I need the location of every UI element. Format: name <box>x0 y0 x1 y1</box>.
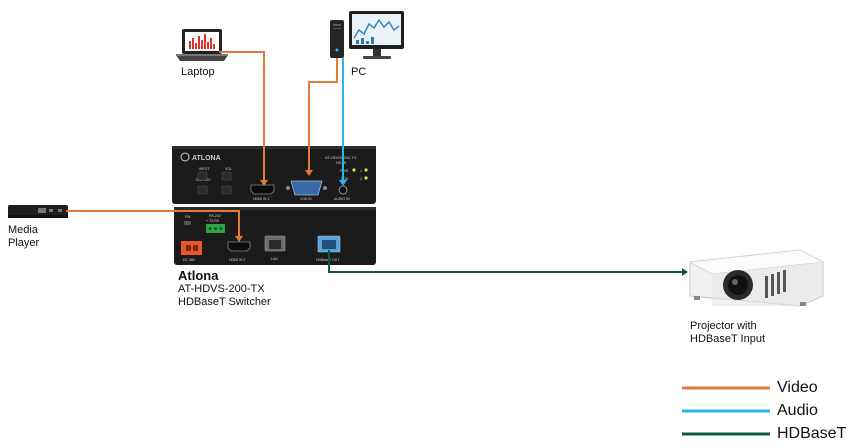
laptop-icon <box>176 29 228 61</box>
input-label: INPUT <box>199 167 210 171</box>
cable-group <box>66 51 688 276</box>
hdbaset-cable-out-projector <box>328 250 682 273</box>
audio-in-jack <box>338 185 348 195</box>
video-cable-mediaplayer-hdmi2 <box>66 210 240 236</box>
projector-label-line1: Projector with <box>690 320 757 332</box>
rs232-pins-label: + TX RX <box>206 219 220 223</box>
switcher-description: HDBaseT Switcher <box>178 296 271 308</box>
panel-brand: ATLONA <box>192 155 221 162</box>
hdmi-in-1-label: HDMI IN 1 <box>253 197 269 201</box>
legend-audio-label: Audio <box>777 402 818 419</box>
switcher-brand: Atlona <box>178 268 219 283</box>
legend-hdbaset-label: HDBaseT <box>777 425 847 442</box>
panel-model: AT-HDVS-200-TX <box>325 155 357 160</box>
panel-sub: HDMI <box>336 160 346 165</box>
audio-in-label: AUDIO IN <box>334 197 350 201</box>
hdmi-in-1-port <box>250 184 275 195</box>
pwr-led <box>352 168 356 172</box>
hdmi-in-2-label: HDMI IN 2 <box>229 258 245 262</box>
projector-icon <box>688 249 825 307</box>
video-cable-laptop-hdmi1 <box>219 51 265 180</box>
vol-down-button <box>221 185 232 195</box>
dc48v-power-port <box>181 241 202 255</box>
vga-in-port <box>290 180 323 196</box>
pc-tower-icon <box>330 20 344 58</box>
display-button <box>197 185 208 195</box>
fw-port <box>184 221 191 225</box>
vol-label: VOL <box>225 167 232 171</box>
switcher-rear-panel: FW RS-232 + TX RX DC 48V HDMI IN 2 LAN H… <box>174 207 376 265</box>
vga-led-label: VGA <box>341 177 349 181</box>
hdmi-in-2-port <box>227 241 251 252</box>
pwr-label: PWR <box>340 169 349 173</box>
video-cable-mediaplayer-hdmi2-arrow <box>235 236 243 242</box>
switcher-front-panel: ATLONA AT-HDVS-200-TX HDMI INPUT VOL DIS… <box>172 146 376 204</box>
video-cable-laptop-hdmi1-arrow <box>260 180 268 186</box>
legend-video-label: Video <box>777 379 818 396</box>
vol-up-button <box>221 171 232 181</box>
laptop-label: Laptop <box>181 66 215 78</box>
hdbaset-cable-out-projector-arrow <box>682 268 688 276</box>
fw-label: FW <box>185 215 191 219</box>
pc-label: PC <box>351 66 367 78</box>
audio-cable-pc-audio-in-arrow <box>339 180 347 186</box>
led-1-label: 1 <box>360 169 362 173</box>
dc48v-label: DC 48V <box>183 258 196 262</box>
media-player-label-line1: Media <box>8 224 38 236</box>
lan-label: LAN <box>271 257 278 261</box>
monitor-icon <box>349 11 404 59</box>
media-player-icon <box>8 205 68 218</box>
legend-lines <box>682 386 770 436</box>
switcher-model: AT-HDVS-200-TX <box>178 283 265 295</box>
led-2 <box>364 176 368 180</box>
rs232-label: RS-232 <box>209 214 221 218</box>
video-cable-pc-vga <box>308 58 338 170</box>
projector-label-line2: HDBaseT Input <box>690 333 766 345</box>
led-2-label: 2 <box>360 177 362 181</box>
input-button <box>197 171 208 181</box>
led-1 <box>364 168 368 172</box>
vga-in-label: VGA IN <box>300 197 312 201</box>
switcher-caption: Atlona AT-HDVS-200-TX HDBaseT Switcher <box>178 268 271 309</box>
video-cable-pc-vga-arrow <box>305 170 313 176</box>
media-player-label-line2: Player <box>8 237 40 249</box>
